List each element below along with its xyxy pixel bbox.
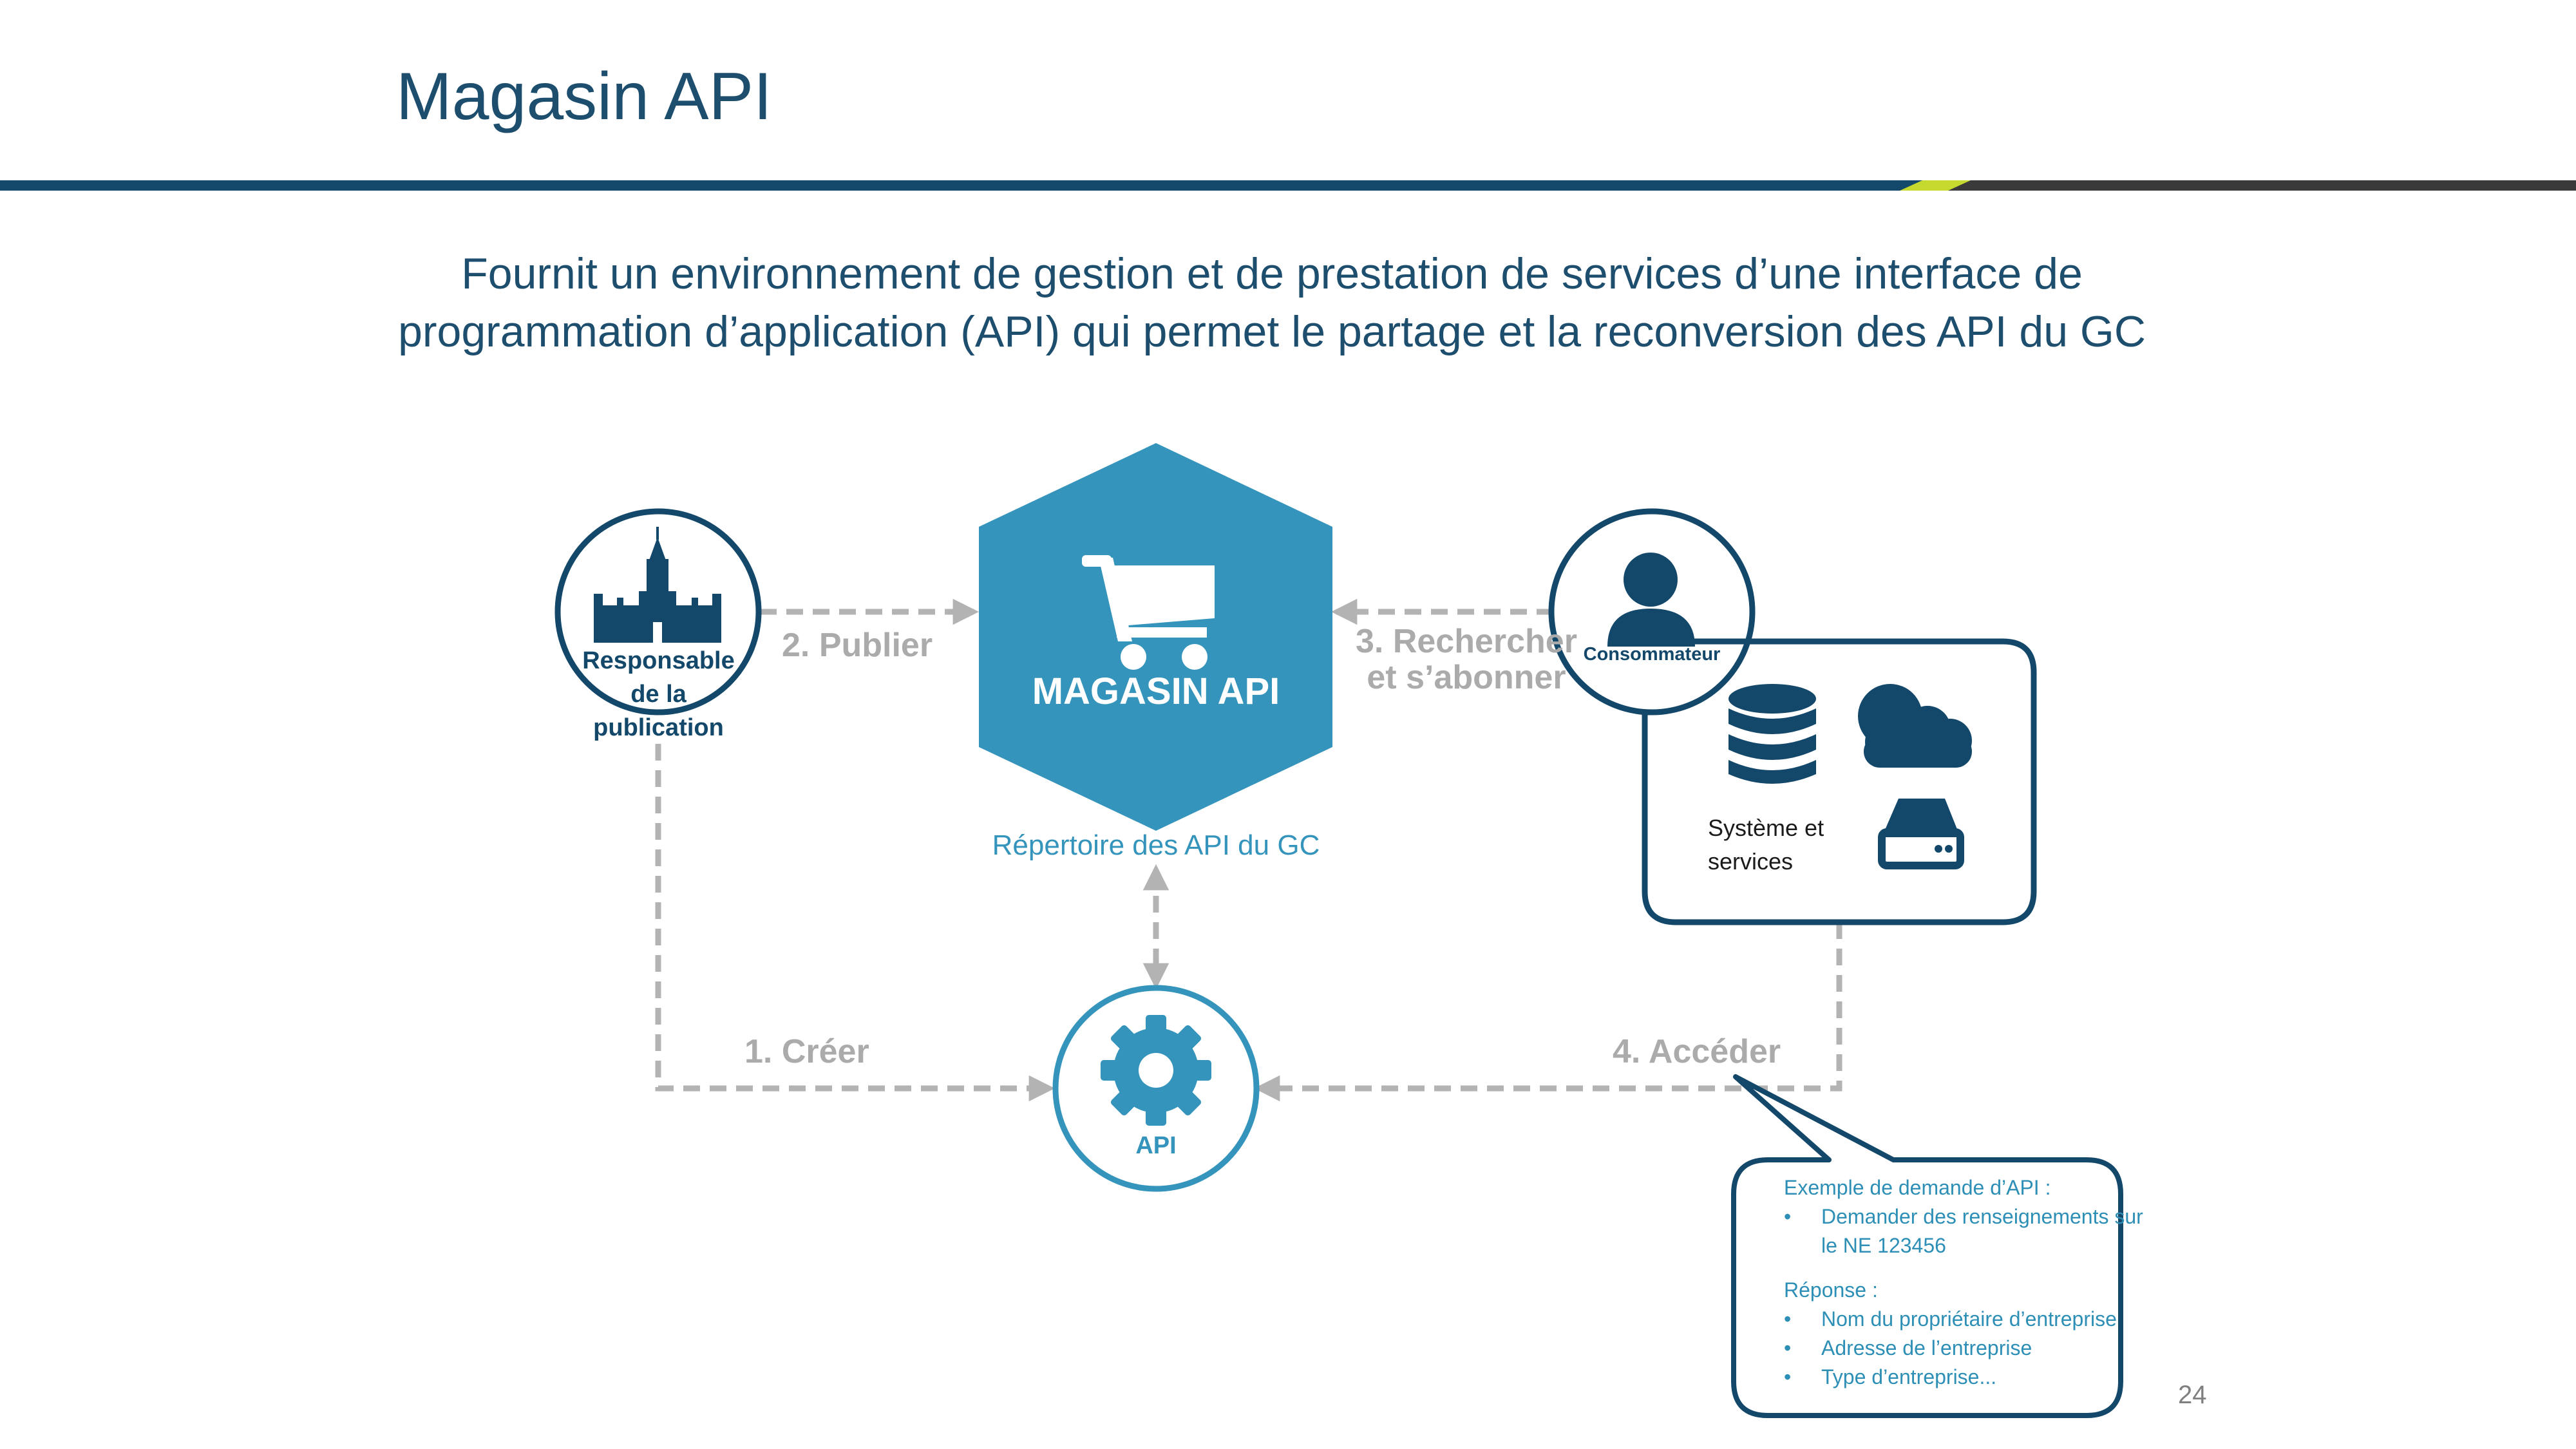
list-item: Type d’entreprise... bbox=[1784, 1363, 2145, 1392]
store-label: MAGASIN API bbox=[1032, 670, 1280, 712]
request-heading: Exemple de demande d’API : bbox=[1784, 1176, 2051, 1199]
response-heading: Réponse : bbox=[1784, 1278, 1878, 1302]
step-search: 3. Rechercher et s’abonner bbox=[1356, 623, 1577, 696]
callout-text: Exemple de demande d’API : Demander des … bbox=[1784, 1173, 2145, 1392]
consumer-label: Consommateur bbox=[1583, 644, 1721, 665]
gear-icon bbox=[1101, 1015, 1211, 1126]
systems-box bbox=[1642, 638, 2037, 925]
database-icon bbox=[1728, 684, 1816, 784]
step-create: 1. Créer bbox=[744, 1033, 869, 1070]
request-list: Demander des renseignements sur le NE 12… bbox=[1784, 1202, 2145, 1260]
page-title: Magasin API bbox=[396, 59, 772, 134]
list-item: Nom du propriétaire d’entreprise bbox=[1784, 1305, 2145, 1334]
subtitle: Fournit un environnement de gestion et d… bbox=[398, 249, 2146, 356]
step-search-line1: 3. Rechercher bbox=[1356, 623, 1577, 660]
page-number: 24 bbox=[2178, 1381, 2207, 1409]
step-access: 4. Accéder bbox=[1613, 1033, 1781, 1070]
parliament-icon bbox=[594, 527, 721, 643]
step-publish: 2. Publier bbox=[782, 627, 933, 664]
step-search-line2: et s’abonner bbox=[1367, 659, 1566, 696]
list-item: Demander des renseignements sur le NE 12… bbox=[1784, 1202, 2145, 1260]
user-icon bbox=[1607, 553, 1695, 647]
response-list: Nom du propriétaire d’entreprise Adresse… bbox=[1784, 1305, 2145, 1392]
create-arrow bbox=[655, 744, 1056, 1102]
access-arrow bbox=[1253, 922, 1842, 1102]
shopping-cart-icon bbox=[1082, 555, 1215, 670]
publisher-label: Responsable de la publication bbox=[582, 647, 735, 741]
list-item: Adresse de l’entreprise bbox=[1784, 1334, 2145, 1363]
cloud-icon bbox=[1858, 684, 1972, 768]
systems-label: Système et services bbox=[1708, 815, 1824, 875]
repository-label: Répertoire des API du GC bbox=[992, 829, 1320, 861]
header-rule bbox=[0, 180, 2576, 191]
api-label: API bbox=[1135, 1132, 1177, 1159]
server-drive-icon bbox=[1878, 799, 1964, 869]
